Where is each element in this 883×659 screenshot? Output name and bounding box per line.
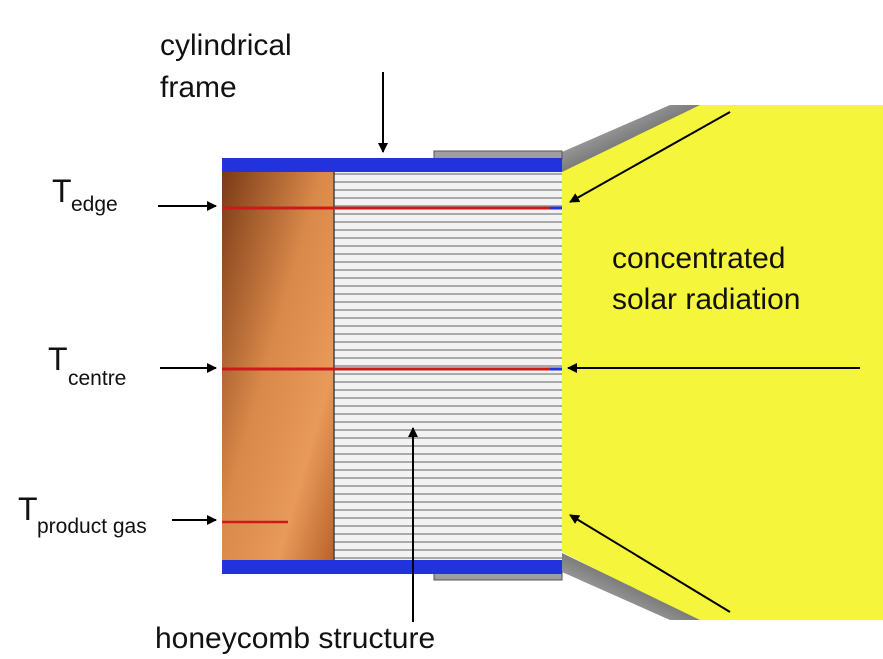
solar-radiation-region — [562, 105, 883, 620]
concentrator-wall-top — [562, 105, 700, 172]
outlet-chamber — [222, 170, 334, 560]
label-t-centre-sub: centre — [68, 367, 126, 390]
cylindrical-frame-bottom — [222, 560, 562, 574]
label-t-edge-sub: edge — [71, 193, 118, 216]
label-frame-line1: cylindrical — [160, 29, 292, 62]
sleeve-top — [433, 150, 563, 160]
label-radiation-line1: concentrated — [612, 242, 785, 275]
label-honeycomb: honeycomb structure — [155, 622, 435, 655]
label-radiation-line2: solar radiation — [612, 283, 800, 316]
arrow-radiation-top — [569, 111, 731, 203]
concentrator-wall-bottom — [562, 553, 700, 620]
label-t-gas-sub: product gas — [37, 515, 147, 538]
label-t-gas-symbol: T — [18, 491, 38, 527]
label-t-centre: T centre — [48, 341, 126, 390]
arrow-radiation-bottom — [569, 514, 731, 613]
label-t-product-gas: T product gas — [18, 491, 147, 538]
label-t-centre-symbol: T — [48, 341, 68, 377]
honeycomb-body — [334, 172, 562, 560]
label-t-edge: T edge — [52, 173, 118, 216]
label-frame-line2: frame — [160, 71, 237, 104]
cylindrical-frame-top — [222, 158, 562, 172]
label-t-edge-symbol: T — [52, 173, 72, 209]
